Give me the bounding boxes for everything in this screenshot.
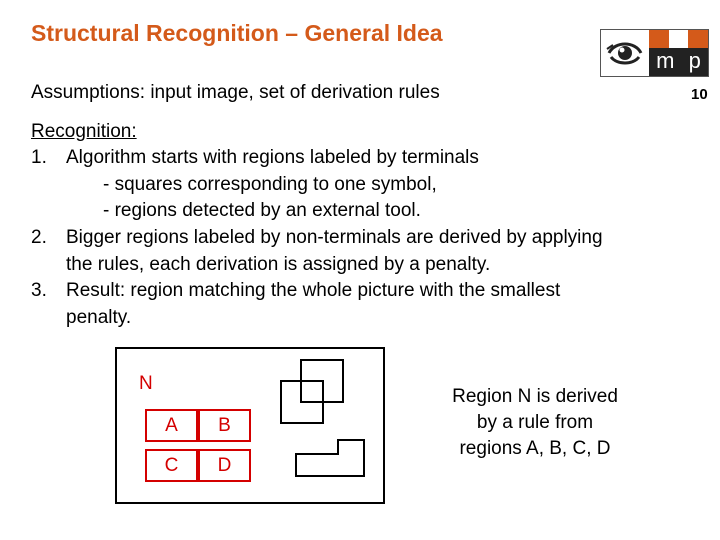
recognition-heading: Recognition: [31,121,137,142]
item-3-number: 3. [31,280,47,301]
region-a: A [145,409,198,442]
item-2-number: 2. [31,227,47,248]
item-3-line-1: Result: region matching the whole pictur… [66,280,561,301]
item-1-line-2: - squares corresponding to one symbol, [103,174,437,195]
item-1-number: 1. [31,147,47,168]
logo-letters: m p [649,30,709,76]
terminal-shapes [280,359,365,477]
derivation-caption: Region N is derived by a rule from regio… [420,384,650,462]
logo-letter-m: m [656,48,675,73]
item-3-line-2: penalty. [66,307,132,328]
item-1-line-3: - regions detected by an external tool. [103,200,421,221]
region-d: D [198,449,251,482]
region-c: C [145,449,198,482]
logo-letter-p: p [688,48,701,73]
item-1-line-1: Algorithm starts with regions labeled by… [66,147,479,168]
item-2-line-2: the rules, each derivation is assigned b… [66,254,491,275]
mp-logo: m p [600,29,709,77]
slide-title: Structural Recognition – General Idea [31,20,443,46]
item-2-line-1: Bigger regions labeled by non-terminals … [66,227,603,248]
assumptions-text: Assumptions: input image, set of derivat… [31,82,440,103]
shape-l-region [295,439,365,477]
caption-line-3: regions A, B, C, D [459,438,611,459]
region-n-box [115,347,385,504]
caption-line-1: Region N is derived [452,386,618,407]
region-n-label: N [139,373,153,394]
eye-logo-icon [601,30,649,76]
region-b: B [198,409,251,442]
shape-square-bottom [280,380,324,424]
caption-line-2: by a rule from [476,412,594,433]
slide-number: 10 [691,86,708,103]
